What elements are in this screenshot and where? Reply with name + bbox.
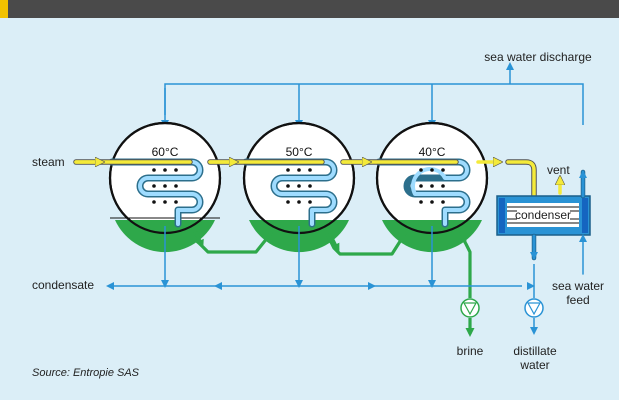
source-credit: Source: Entropie SAS bbox=[32, 367, 140, 379]
label-steam: steam bbox=[32, 155, 65, 169]
temperature-effect-2: 50°C bbox=[286, 145, 313, 159]
label-distillate-line2: water bbox=[519, 358, 549, 372]
spray-dots bbox=[152, 168, 445, 204]
brine-pump bbox=[460, 298, 480, 318]
seawater-header bbox=[161, 62, 584, 128]
label-vent: vent bbox=[547, 163, 570, 177]
temperature-effect-3: 40°C bbox=[419, 145, 446, 159]
condenser-vapour-line bbox=[506, 160, 536, 197]
brine-path bbox=[192, 229, 475, 337]
label-sea-water-feed-line2: feed bbox=[566, 293, 589, 307]
title-bar bbox=[0, 0, 619, 18]
label-distillate-line1: distillate bbox=[513, 344, 557, 358]
condenser-unit bbox=[496, 195, 591, 236]
label-sea-water-feed-line1: sea water bbox=[552, 279, 604, 293]
steam-path bbox=[73, 160, 560, 198]
title-accent bbox=[0, 0, 8, 18]
condensate-lines bbox=[106, 226, 538, 335]
label-condensate: condensate bbox=[32, 278, 94, 292]
condenser-flows bbox=[530, 169, 587, 275]
label-sea-water-discharge: sea water discharge bbox=[484, 50, 592, 64]
label-brine: brine bbox=[457, 344, 484, 358]
label-condenser: condenser bbox=[515, 208, 571, 222]
temperature-effect-1: 60°C bbox=[152, 145, 179, 159]
seawater-distribution-line bbox=[164, 83, 584, 125]
tube-bundles bbox=[108, 158, 471, 228]
distillate-pump bbox=[524, 298, 544, 318]
